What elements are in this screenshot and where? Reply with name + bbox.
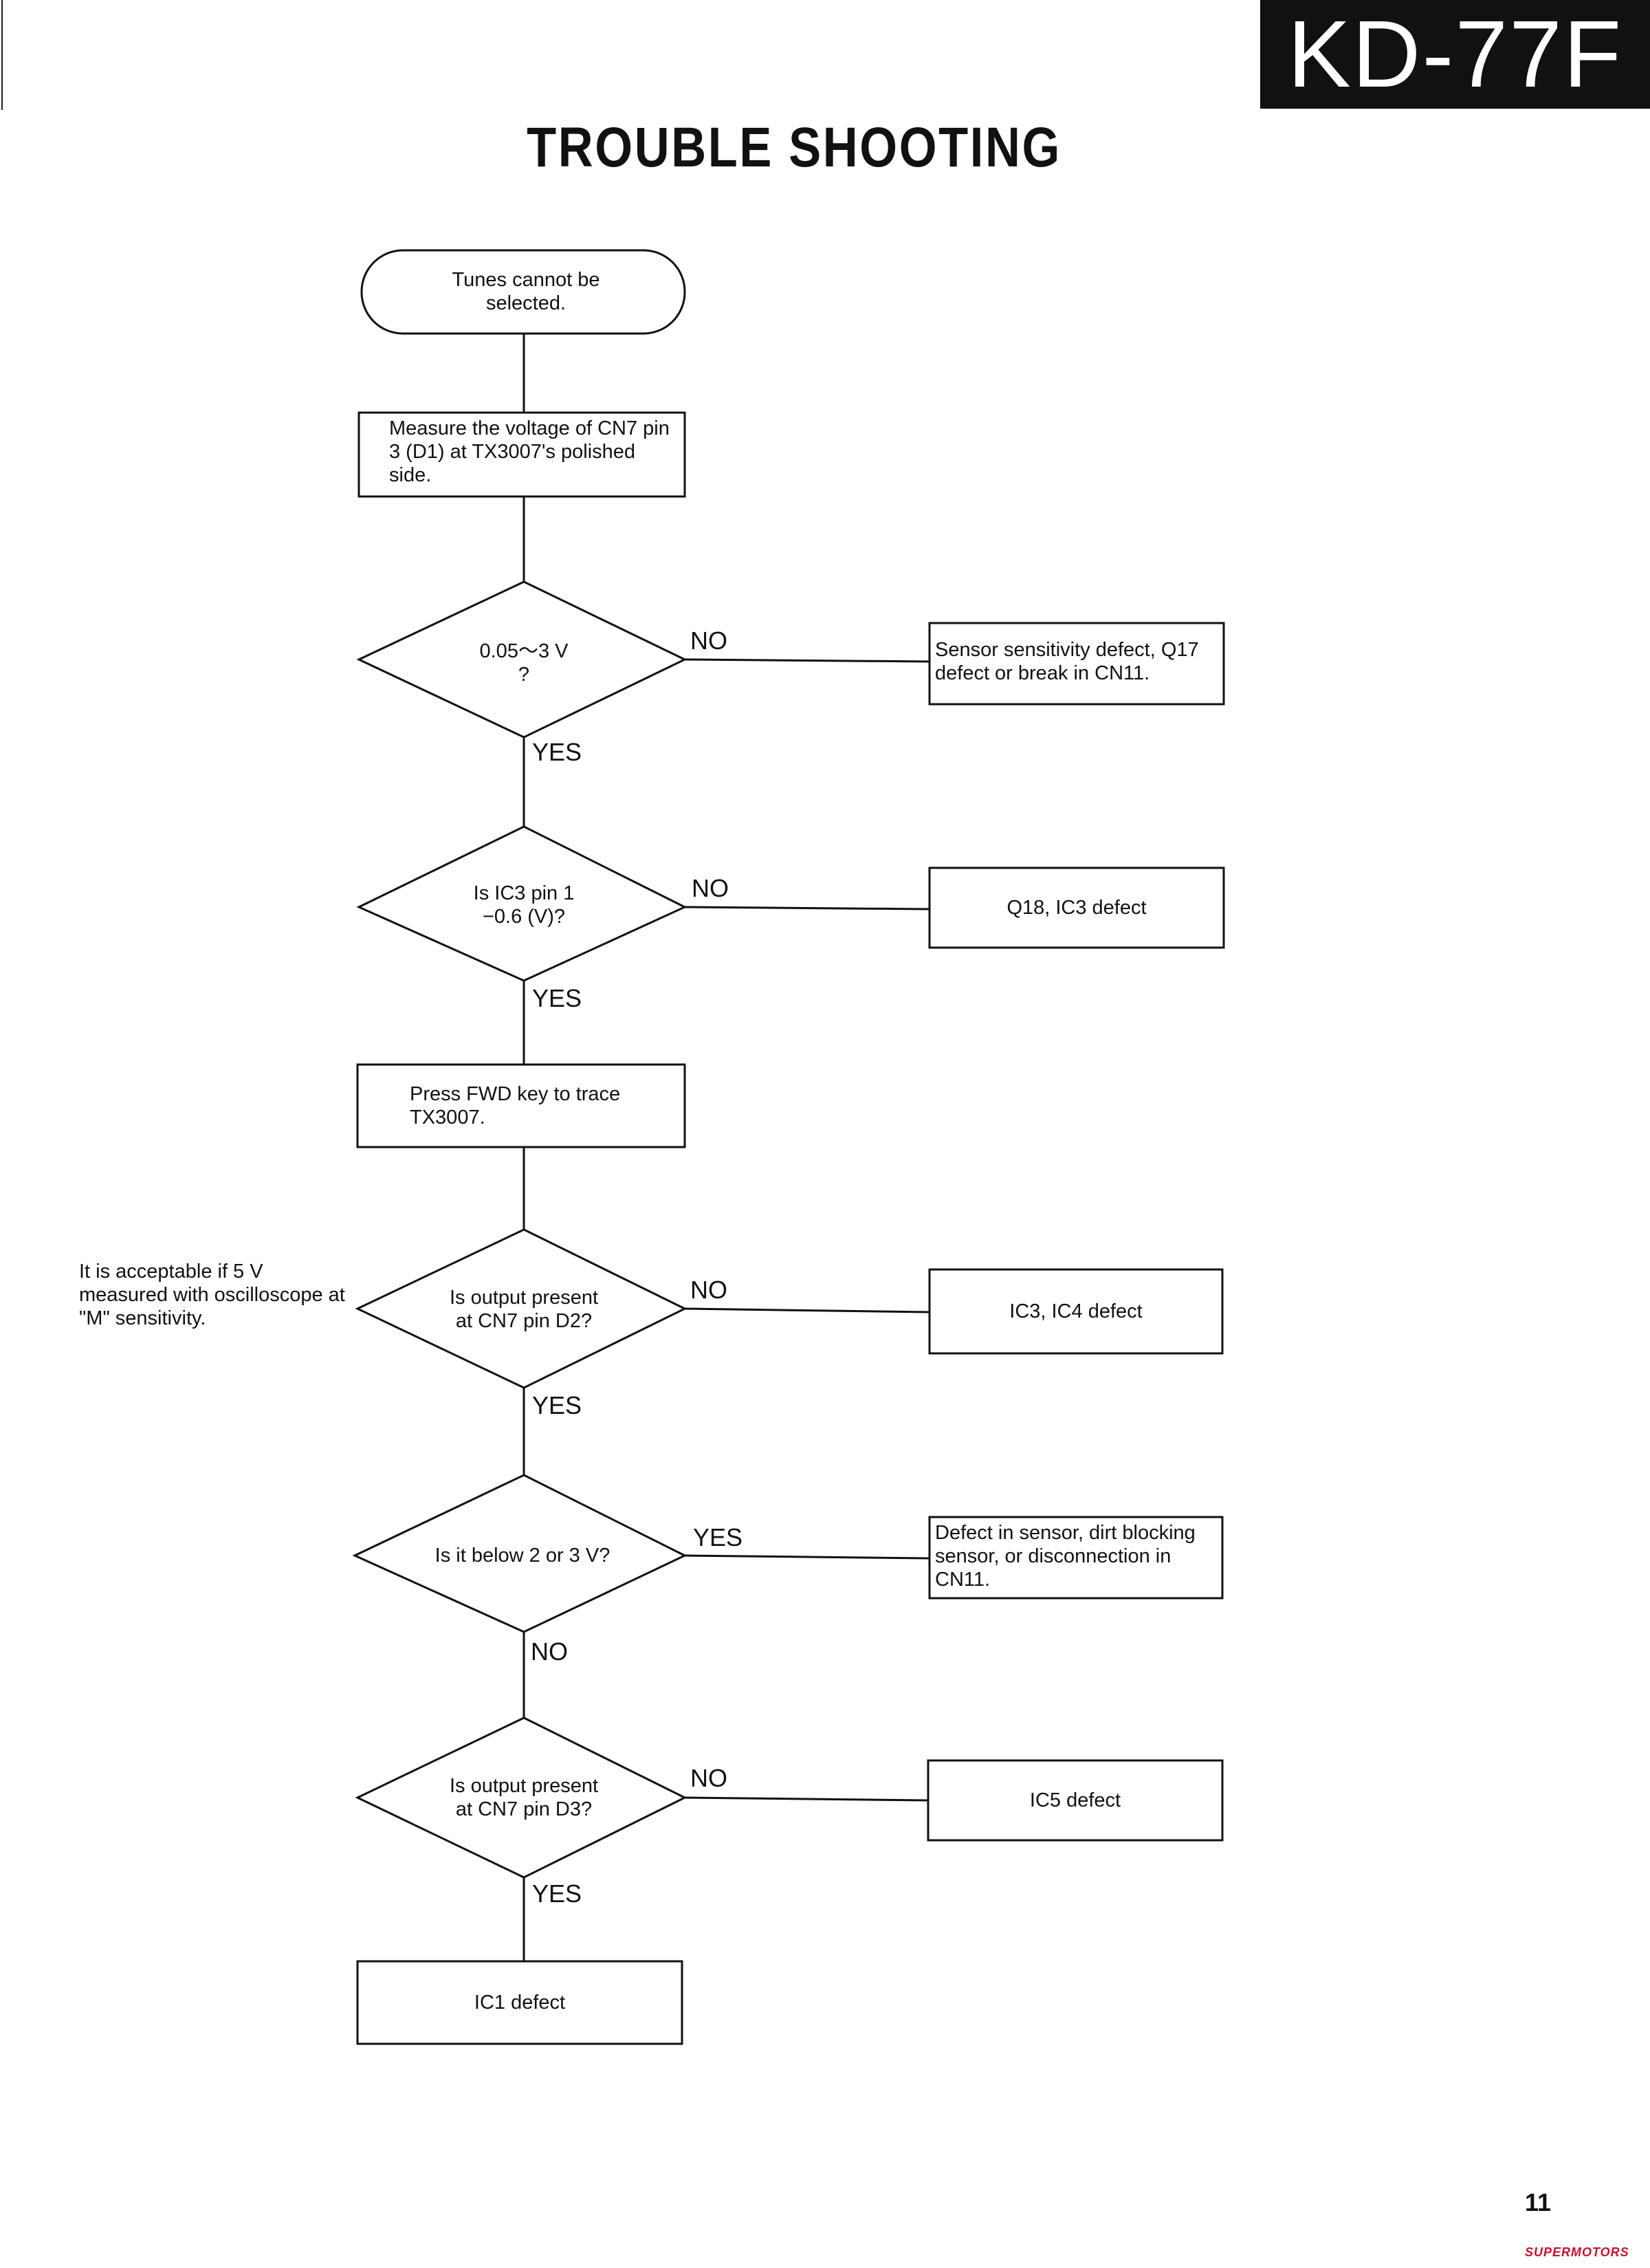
q5-no-result-text: IC5 defect: [1029, 1789, 1121, 1811]
q1-text: 0.05～3 V ?: [428, 640, 620, 686]
decision-diamond-q4: [352, 1474, 688, 1633]
decision-diamond-q5: [355, 1716, 688, 1879]
connector-q3-no: [684, 1307, 930, 1313]
q3-no-label: NO: [690, 1276, 727, 1304]
measure-box: [358, 411, 686, 498]
q1-no-result-box: [928, 622, 1225, 706]
q1-yes-label: YES: [532, 738, 582, 766]
q2-yes-label: YES: [532, 984, 582, 1012]
model-badge: KD-77F: [1260, 0, 1650, 109]
q4-yes-result-box: [928, 1516, 1224, 1600]
q1-no-result-text: Sensor sensitivity defect, Q17 defect or…: [935, 639, 1199, 684]
press-fwd-box: [356, 1063, 686, 1148]
q3-text: Is output present at CN7 pin D2?: [421, 1286, 627, 1333]
q5-line1: Is output present: [449, 1775, 599, 1797]
press-fwd-text: Press FWD key to trace TX3007.: [410, 1083, 621, 1128]
q2-text: Is IC3 pin 1 −0.6 (V)?: [428, 882, 620, 928]
q5-no-result-box: [927, 1759, 1224, 1842]
q2-no-result-box: [928, 866, 1225, 949]
q4-yes-result-text: Defect in sensor, dirt blocking sensor, …: [935, 1522, 1196, 1591]
q3-line1: Is output present: [449, 1287, 599, 1309]
q1-no-label: NO: [690, 626, 727, 655]
q3-line2: at CN7 pin D2?: [455, 1310, 593, 1332]
connector-q2-no: [684, 906, 930, 911]
start-text: Tunes cannot be selected.: [452, 269, 600, 314]
q3-no-result-box: [928, 1268, 1224, 1355]
q2-no-result-text: Q18, IC3 defect: [1006, 897, 1147, 919]
q4-no-label: NO: [531, 1637, 568, 1666]
q5-text: Is output present at CN7 pin D3?: [421, 1774, 627, 1821]
q3-side-note: It is acceptable if 5 V measured with os…: [79, 1261, 345, 1329]
start-terminator: [360, 249, 686, 335]
q2-no-label: NO: [692, 874, 729, 902]
decision-diamond-q3: [355, 1228, 688, 1389]
connector-q5-no: [684, 1796, 929, 1802]
decision-diamond-q1: [356, 580, 688, 739]
decision-diamond-q2: [356, 825, 688, 982]
q2-line1: Is IC3 pin 1: [473, 882, 575, 904]
connector-q4-yes: [684, 1554, 930, 1560]
q5-no-label: NO: [690, 1764, 727, 1792]
page-number: 11: [1525, 2188, 1552, 2216]
q5-yes-label: YES: [532, 1879, 582, 1908]
q1-line1: 0.05～3 V: [479, 640, 569, 662]
q4-yes-label: YES: [693, 1523, 743, 1551]
end-result-text: IC1 defect: [474, 1992, 566, 2014]
q5-line2: at CN7 pin D3?: [455, 1798, 593, 1820]
q3-no-result-text: IC3, IC4 defect: [1009, 1300, 1143, 1322]
q2-line2: −0.6 (V)?: [482, 906, 566, 928]
page-edge-mark: [1, 0, 3, 110]
page-title: TROUBLE SHOOTING: [527, 116, 1062, 179]
q1-line2: ?: [518, 664, 530, 686]
end-box: [356, 1960, 683, 2045]
measure-text: Measure the voltage of CN7 pin 3 (D1) at…: [389, 417, 670, 486]
watermark-logo: SUPERMOTORS: [1525, 2245, 1629, 2259]
connector-q1-no: [684, 658, 930, 663]
q3-yes-label: YES: [532, 1391, 582, 1419]
q4-text: Is it below 2 or 3 V?: [434, 1545, 610, 1567]
